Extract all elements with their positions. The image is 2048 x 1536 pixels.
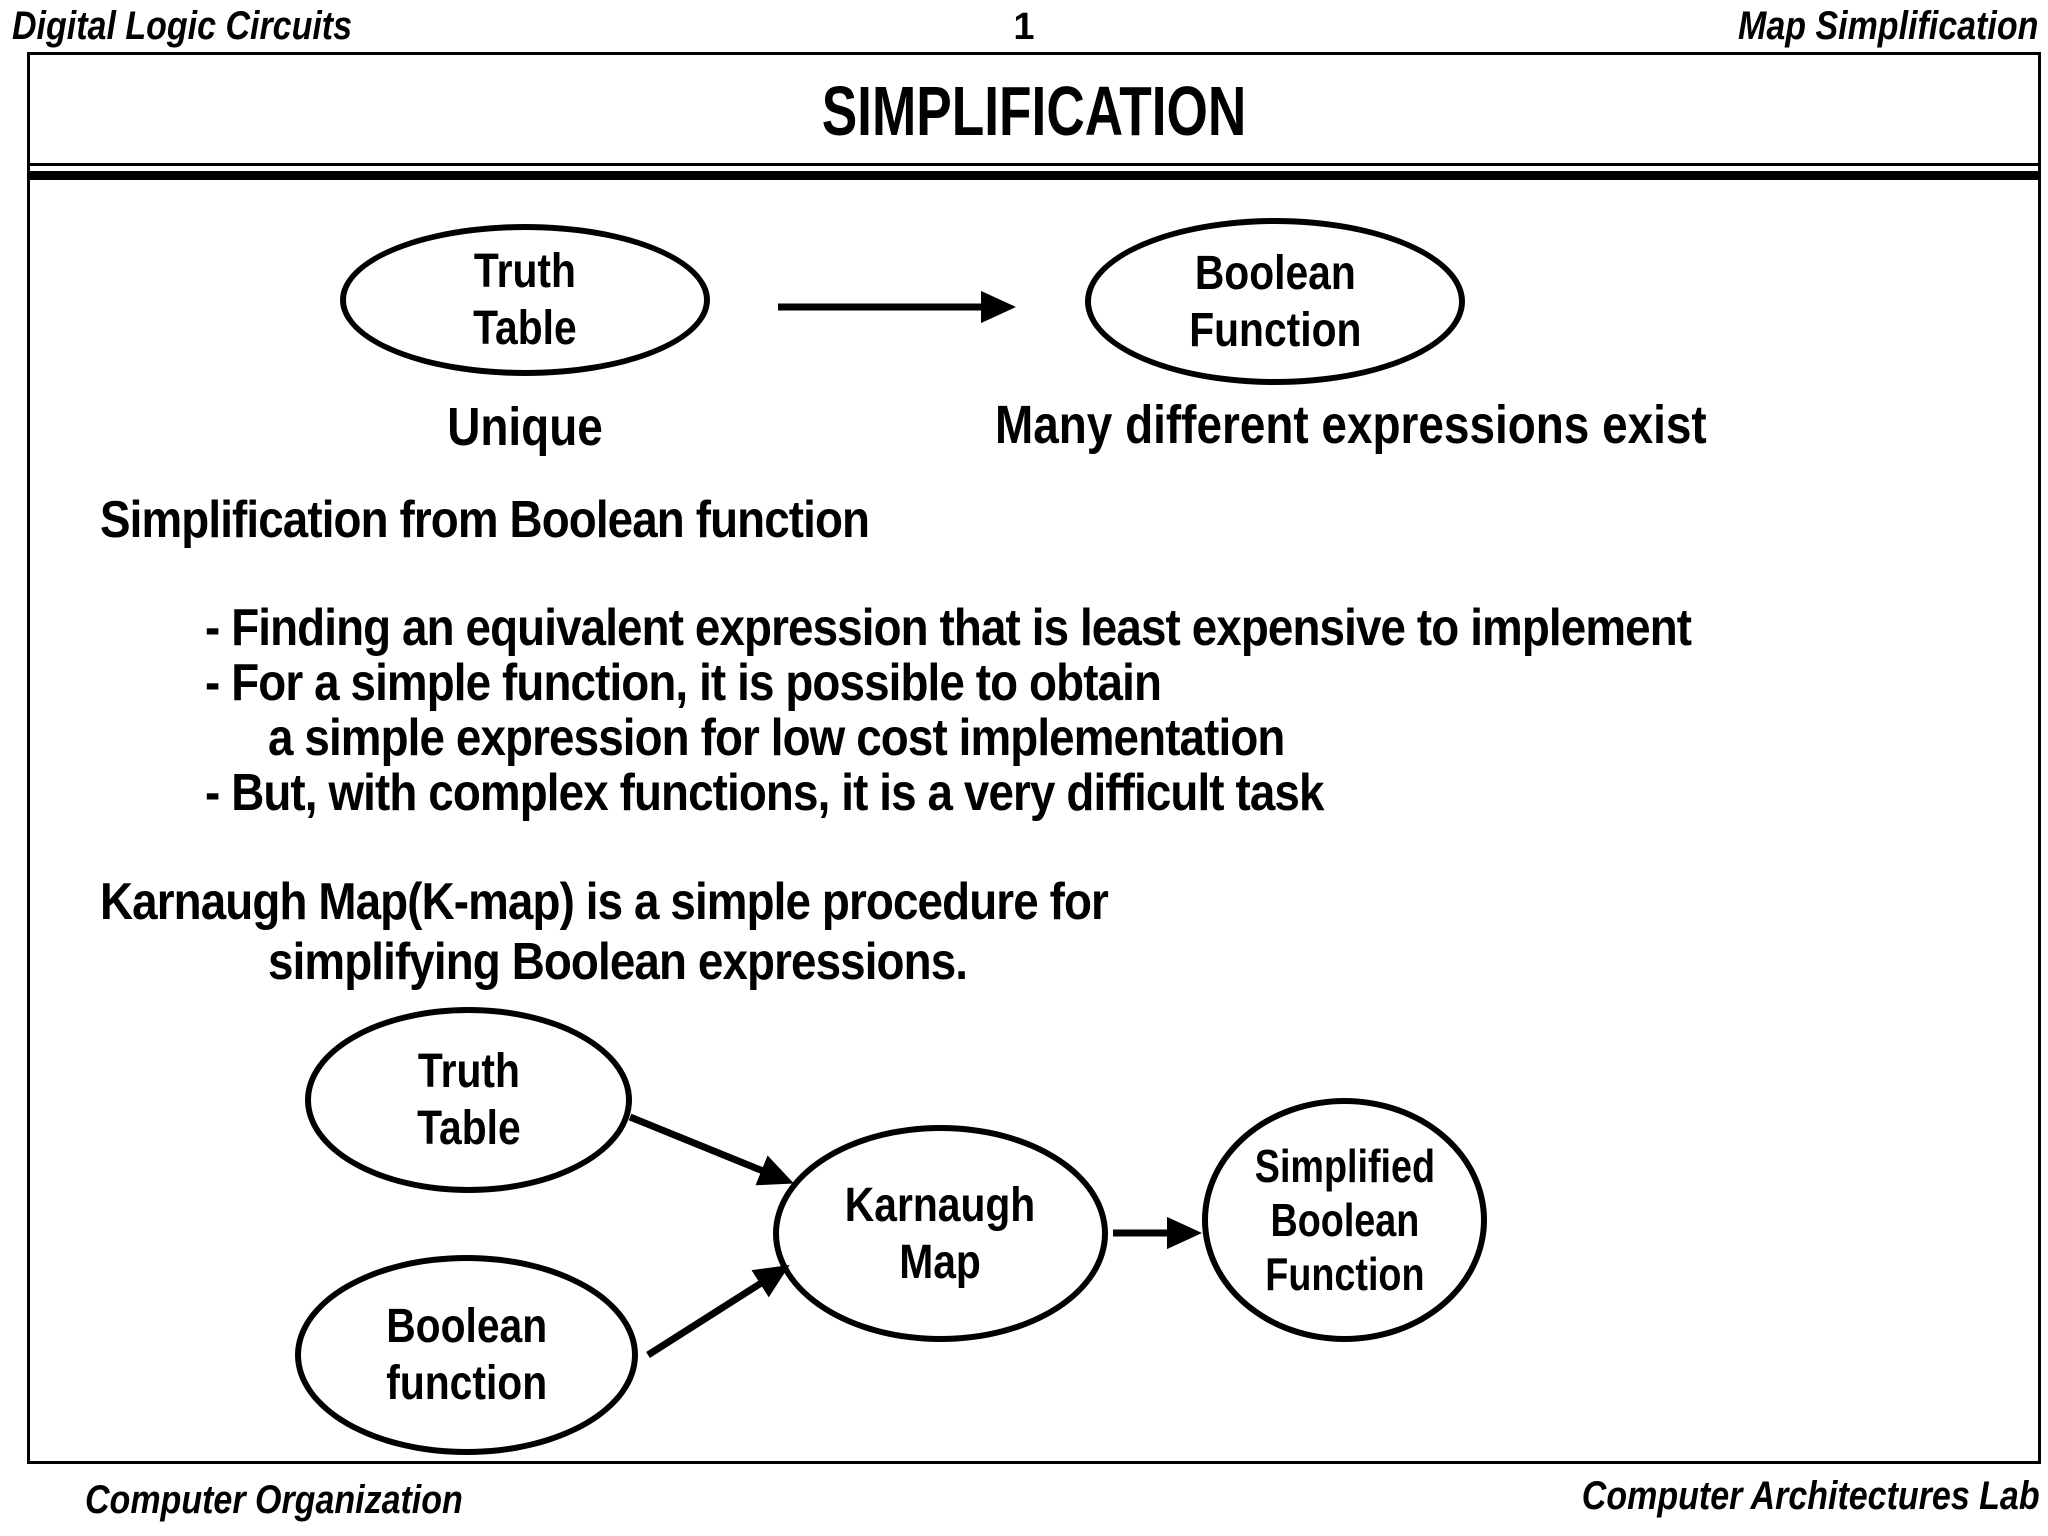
bullet-complex-functions: - But, with complex functions, it is a v… — [205, 764, 1324, 822]
footer-organization: Computer Organization — [85, 1478, 463, 1522]
node-simplified-boolean-function-label: Simplified Boolean Function — [1254, 1140, 1435, 1300]
node-truth-table-bottom: Truth Table — [305, 1007, 632, 1193]
node-karnaugh-map-label: Karnaugh Map — [845, 1178, 1036, 1289]
slide-title: SIMPLIFICATION — [821, 72, 1247, 150]
node-simplified-boolean-function: Simplified Boolean Function — [1202, 1098, 1487, 1342]
header-section-title: Map Simplification — [1737, 4, 2038, 48]
kmap-statement-line1: Karnaugh Map(K-map) is a simple procedur… — [100, 873, 1109, 931]
caption-many-expressions: Many different expressions exist — [995, 395, 1707, 455]
node-boolean-function-top-label: Boolean Function — [1188, 246, 1362, 357]
bullet-simple-function: - For a simple function, it is possible … — [205, 654, 1162, 712]
node-boolean-function-bottom: Boolean function — [295, 1255, 638, 1455]
node-karnaugh-map: Karnaugh Map — [773, 1125, 1108, 1342]
bullet-simple-expression: a simple expression for low cost impleme… — [268, 709, 1285, 767]
footer-lab: Computer Architectures Lab — [1582, 1474, 2040, 1518]
caption-unique: Unique — [447, 397, 603, 457]
page-number: 1 — [1013, 6, 1035, 48]
node-boolean-function-top: Boolean Function — [1085, 218, 1465, 385]
node-boolean-function-bottom-label: Boolean function — [386, 1300, 547, 1410]
node-truth-table-top-label: Truth Table — [473, 245, 577, 355]
kmap-statement-line2: simplifying Boolean expressions. — [268, 933, 968, 991]
body-heading: Simplification from Boolean function — [100, 491, 870, 549]
title-divider-thick — [30, 171, 2038, 180]
title-divider-thin — [30, 163, 2038, 166]
node-truth-table-bottom-label: Truth Table — [416, 1045, 521, 1155]
bullet-finding-equivalent: - Finding an equivalent expression that … — [205, 599, 1692, 657]
node-truth-table-top: Truth Table — [340, 224, 710, 376]
header-course-title: Digital Logic Circuits — [12, 4, 353, 48]
